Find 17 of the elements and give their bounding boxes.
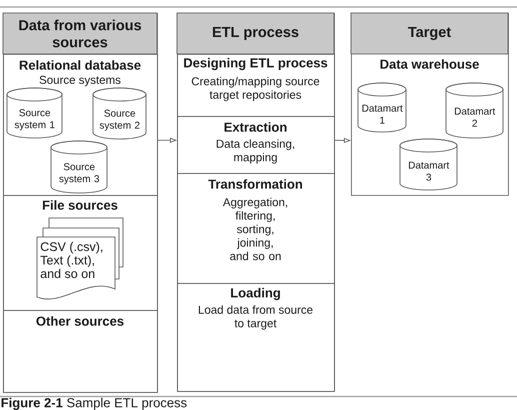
database-cylinder: Datamart 2 — [446, 82, 504, 138]
section-box: Transformation Aggregation, filtering, sorting, joining, and so on — [177, 173, 335, 284]
section-box: Extraction Data cleansing, mapping — [177, 116, 335, 174]
database-cylinder: Source system 1 — [6, 88, 62, 138]
section-heading: Data warehouse — [380, 59, 479, 69]
panel-header: ETL process — [176, 12, 334, 54]
database-cylinder: Source system 2 — [92, 88, 146, 140]
database-cylinder: Datamart 3 — [400, 138, 458, 190]
database-cylinder: Source system 3 — [50, 140, 108, 194]
section-box: Other sources — [3, 310, 158, 393]
database-cylinder: Datamart 1 — [358, 82, 406, 132]
section-box: Loading Load data from source to target — [177, 283, 335, 392]
panel-header: Target — [350, 12, 508, 54]
document-stack: CSV (.csv), Text (.txt), and so on — [36, 218, 124, 300]
figure-caption: Figure 2-1 Sample ETL process — [2, 398, 187, 410]
panel-header: Data from various sources — [2, 12, 158, 54]
section-box: Designing ETL process Creating/mapping source target repositories — [177, 54, 335, 117]
